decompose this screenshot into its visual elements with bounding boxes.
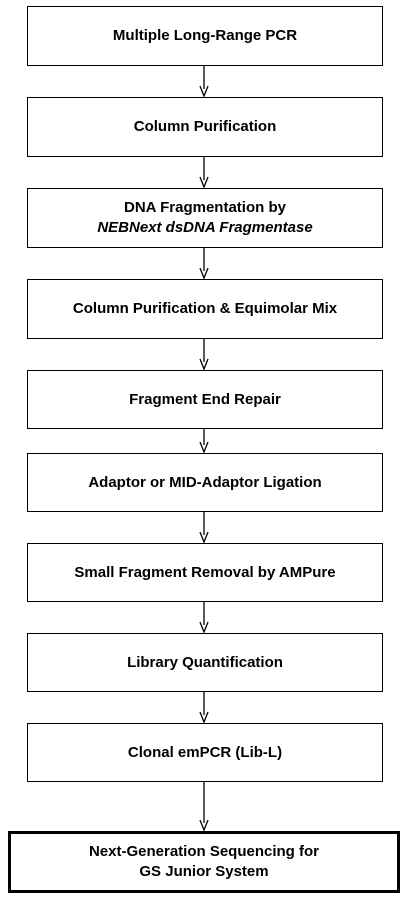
step-clonal-empcr: Clonal emPCR (Lib-L) — [27, 723, 383, 782]
down-arrow-icon — [199, 339, 209, 371]
step-next-generation-sequencing: Next-Generation Sequencing for GS Junior… — [8, 831, 400, 893]
step-label: Multiple Long-Range PCR — [112, 27, 298, 44]
down-arrow-icon — [199, 782, 209, 832]
step-sublabel: NEBNext dsDNA Fragmentase — [97, 219, 313, 236]
step-dna-fragmentation: DNA Fragmentation by NEBNext dsDNA Fragm… — [27, 188, 383, 248]
down-arrow-icon — [199, 66, 209, 98]
step-column-purification: Column Purification — [27, 97, 383, 157]
step-label: Library Quantification — [127, 653, 283, 671]
step-library-quantification: Library Quantification — [27, 633, 383, 692]
step-small-fragment-removal: Small Fragment Removal by AMPure — [27, 543, 383, 602]
step-label: Fragment End Repair — [129, 390, 281, 408]
down-arrow-icon — [199, 157, 209, 189]
step-label: Next-Generation Sequencing for — [88, 843, 320, 860]
down-arrow-icon — [199, 248, 209, 280]
down-arrow-icon — [199, 512, 209, 544]
step-sublabel: GS Junior System — [139, 863, 269, 880]
step-label: Small Fragment Removal by AMPure — [74, 563, 336, 581]
step-label: Column Purification — [133, 118, 277, 135]
step-column-purification-equimolar-mix: Column Purification & Equimolar Mix — [27, 279, 383, 339]
step-label: Clonal emPCR (Lib-L) — [127, 743, 283, 761]
down-arrow-icon — [199, 602, 209, 634]
down-arrow-icon — [199, 692, 209, 724]
step-fragment-end-repair: Fragment End Repair — [27, 370, 383, 429]
down-arrow-icon — [199, 429, 209, 454]
step-long-range-pcr: Multiple Long-Range PCR — [27, 6, 383, 66]
step-adaptor-ligation: Adaptor or MID-Adaptor Ligation — [27, 453, 383, 512]
step-label: Column Purification & Equimolar Mix — [72, 300, 338, 317]
step-label: DNA Fragmentation by — [124, 199, 286, 216]
step-label: Adaptor or MID-Adaptor Ligation — [88, 473, 322, 491]
